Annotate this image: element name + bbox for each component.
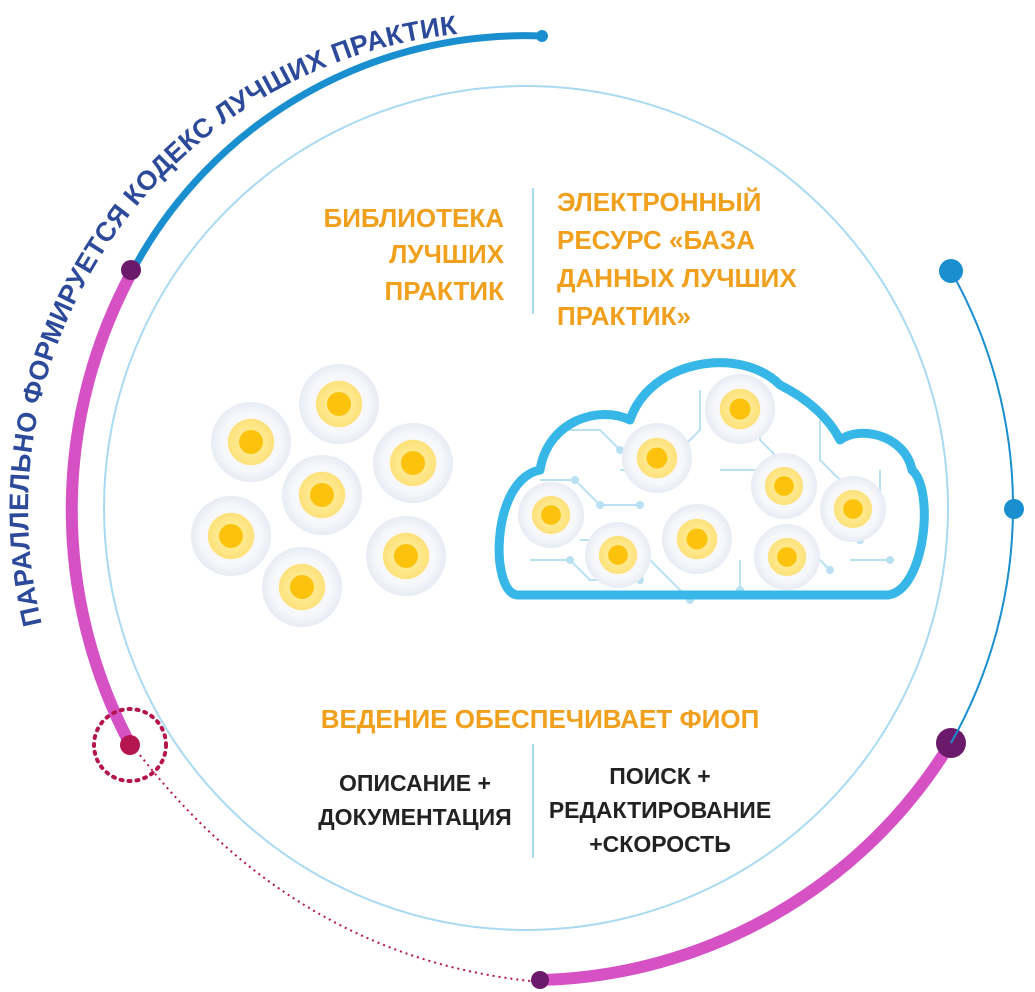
cloud-practice-node <box>754 524 820 590</box>
resource-line-1: ЭЛЕКТРОННЫЙ <box>557 187 761 217</box>
library-line-1: БИБЛИОТЕКА <box>324 203 505 233</box>
node-core <box>394 544 418 568</box>
cloud-practice-node <box>662 504 732 574</box>
cloud-outline <box>494 358 929 600</box>
dotted-connector <box>139 754 541 983</box>
practice-cluster <box>191 364 453 627</box>
blue-arc-top <box>129 32 546 274</box>
magenta-arc-bottom-start-dot <box>531 971 549 989</box>
dotted-highlight-circle <box>92 707 168 783</box>
crimson-dot <box>120 735 140 755</box>
circuit-dot <box>826 566 834 574</box>
cloud-nodes <box>518 374 886 590</box>
node-core <box>310 483 334 507</box>
cloud-practice-node <box>518 482 584 548</box>
practice-node <box>373 423 453 503</box>
practice-node <box>211 402 291 482</box>
resource-line-3: ДАННЫХ ЛУЧШИХ <box>557 263 797 293</box>
blue-node-top <box>939 259 963 283</box>
circuit-dot <box>636 501 644 509</box>
resource-label: ЭЛЕКТРОННЫЙ РЕСУРС «БАЗА ДАННЫХ ЛУЧШИХ П… <box>557 187 797 331</box>
node-core <box>686 528 708 550</box>
fiop-left-label: ОПИСАНИЕ + ДОКУМЕНТАЦИЯ <box>318 770 511 830</box>
circuit-dot <box>886 556 894 564</box>
fiop-right-label: ПОИСК + РЕДАКТИРОВАНИЕ +СКОРОСТЬ <box>549 763 771 857</box>
practice-node <box>191 496 271 576</box>
practice-node <box>299 364 379 444</box>
node-core <box>777 547 797 567</box>
node-core <box>608 545 628 565</box>
library-line-3: ПРАКТИК <box>385 276 505 306</box>
magenta-arc-left <box>65 264 139 750</box>
fiop-right-line-2: РЕДАКТИРОВАНИЕ <box>549 797 771 823</box>
fiop-right-line-3: +СКОРОСТЬ <box>589 831 731 857</box>
node-core <box>646 447 668 469</box>
node-core <box>774 476 794 496</box>
circuit-trace <box>540 479 640 506</box>
fiop-left-line-2: ДОКУМЕНТАЦИЯ <box>318 804 511 830</box>
circuit-dot <box>616 446 624 454</box>
main-circle <box>103 85 949 931</box>
library-label: БИБЛИОТЕКА ЛУЧШИХ ПРАКТИК <box>324 203 505 306</box>
node-core <box>290 575 314 599</box>
node-core <box>729 398 751 420</box>
blue-arc-right <box>950 270 1015 744</box>
node-core <box>239 430 263 454</box>
node-core <box>401 451 425 475</box>
node-core <box>541 505 561 525</box>
blue-arc-top-end-dot <box>536 30 548 42</box>
cloud-practice-node <box>820 476 886 542</box>
fiop-right-line-1: ПОИСК + <box>609 763 710 789</box>
magenta-arc-start-dot <box>121 260 141 280</box>
practice-node <box>366 516 446 596</box>
fiop-left-line-1: ОПИСАНИЕ + <box>339 770 491 796</box>
practice-node <box>262 547 342 627</box>
practice-node <box>282 455 362 535</box>
circuit-dot <box>566 556 574 564</box>
circuit-dot <box>596 501 604 509</box>
fiop-title: ВЕДЕНИЕ ОБЕСПЕЧИВАЕТ ФИОП <box>321 704 760 734</box>
cloud-practice-node <box>751 453 817 519</box>
resource-line-4: ПРАКТИК» <box>557 301 691 331</box>
cloud-database <box>494 358 929 604</box>
blue-node-middle <box>1004 499 1024 519</box>
node-core <box>327 392 351 416</box>
node-core <box>219 524 243 548</box>
library-line-2: ЛУЧШИХ <box>389 239 505 269</box>
circuit-dot <box>571 476 579 484</box>
circuit-trace <box>560 429 621 451</box>
cloud-practice-node <box>705 374 775 444</box>
cloud-practice-node <box>585 522 651 588</box>
node-core <box>843 499 863 519</box>
resource-line-2: РЕСУРС «БАЗА <box>557 225 755 255</box>
cloud-practice-node <box>622 423 692 493</box>
magenta-arc-bottom <box>534 738 956 986</box>
